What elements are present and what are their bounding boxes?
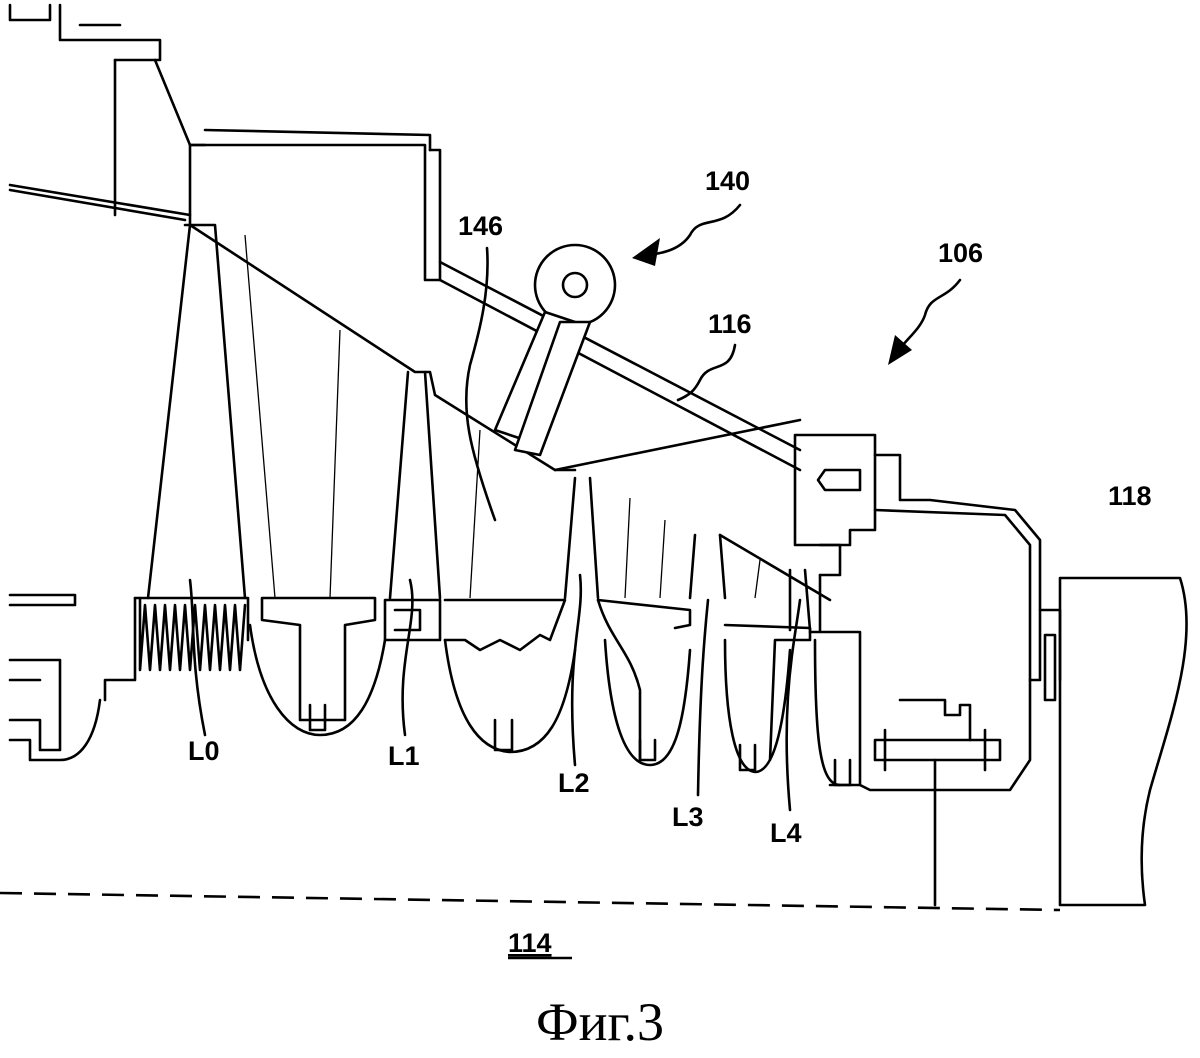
device-140	[493, 243, 617, 457]
upper-casing	[8, 3, 442, 282]
label-106: 106	[938, 238, 983, 268]
component-118	[1058, 576, 1188, 907]
rotor-axis-114	[0, 891, 1061, 912]
leader-lines	[188, 203, 962, 812]
label-l4: L4	[770, 818, 802, 848]
outer-casing-116	[188, 223, 802, 472]
label-146: 146	[458, 211, 503, 241]
label-114: 114	[508, 928, 552, 958]
label-118: 118	[1108, 481, 1152, 511]
rotor-disks	[8, 596, 862, 787]
figure-caption: Фиг.3	[536, 992, 664, 1052]
label-l2: L2	[558, 768, 590, 798]
label-l1: L1	[388, 741, 420, 771]
flow-path	[146, 223, 832, 632]
label-116: 116	[708, 309, 752, 339]
label-l3: L3	[672, 802, 704, 832]
left-shaft	[8, 593, 77, 752]
label-l0: L0	[188, 736, 220, 766]
bearing-housing	[793, 433, 1062, 907]
label-140: 140	[705, 166, 750, 196]
